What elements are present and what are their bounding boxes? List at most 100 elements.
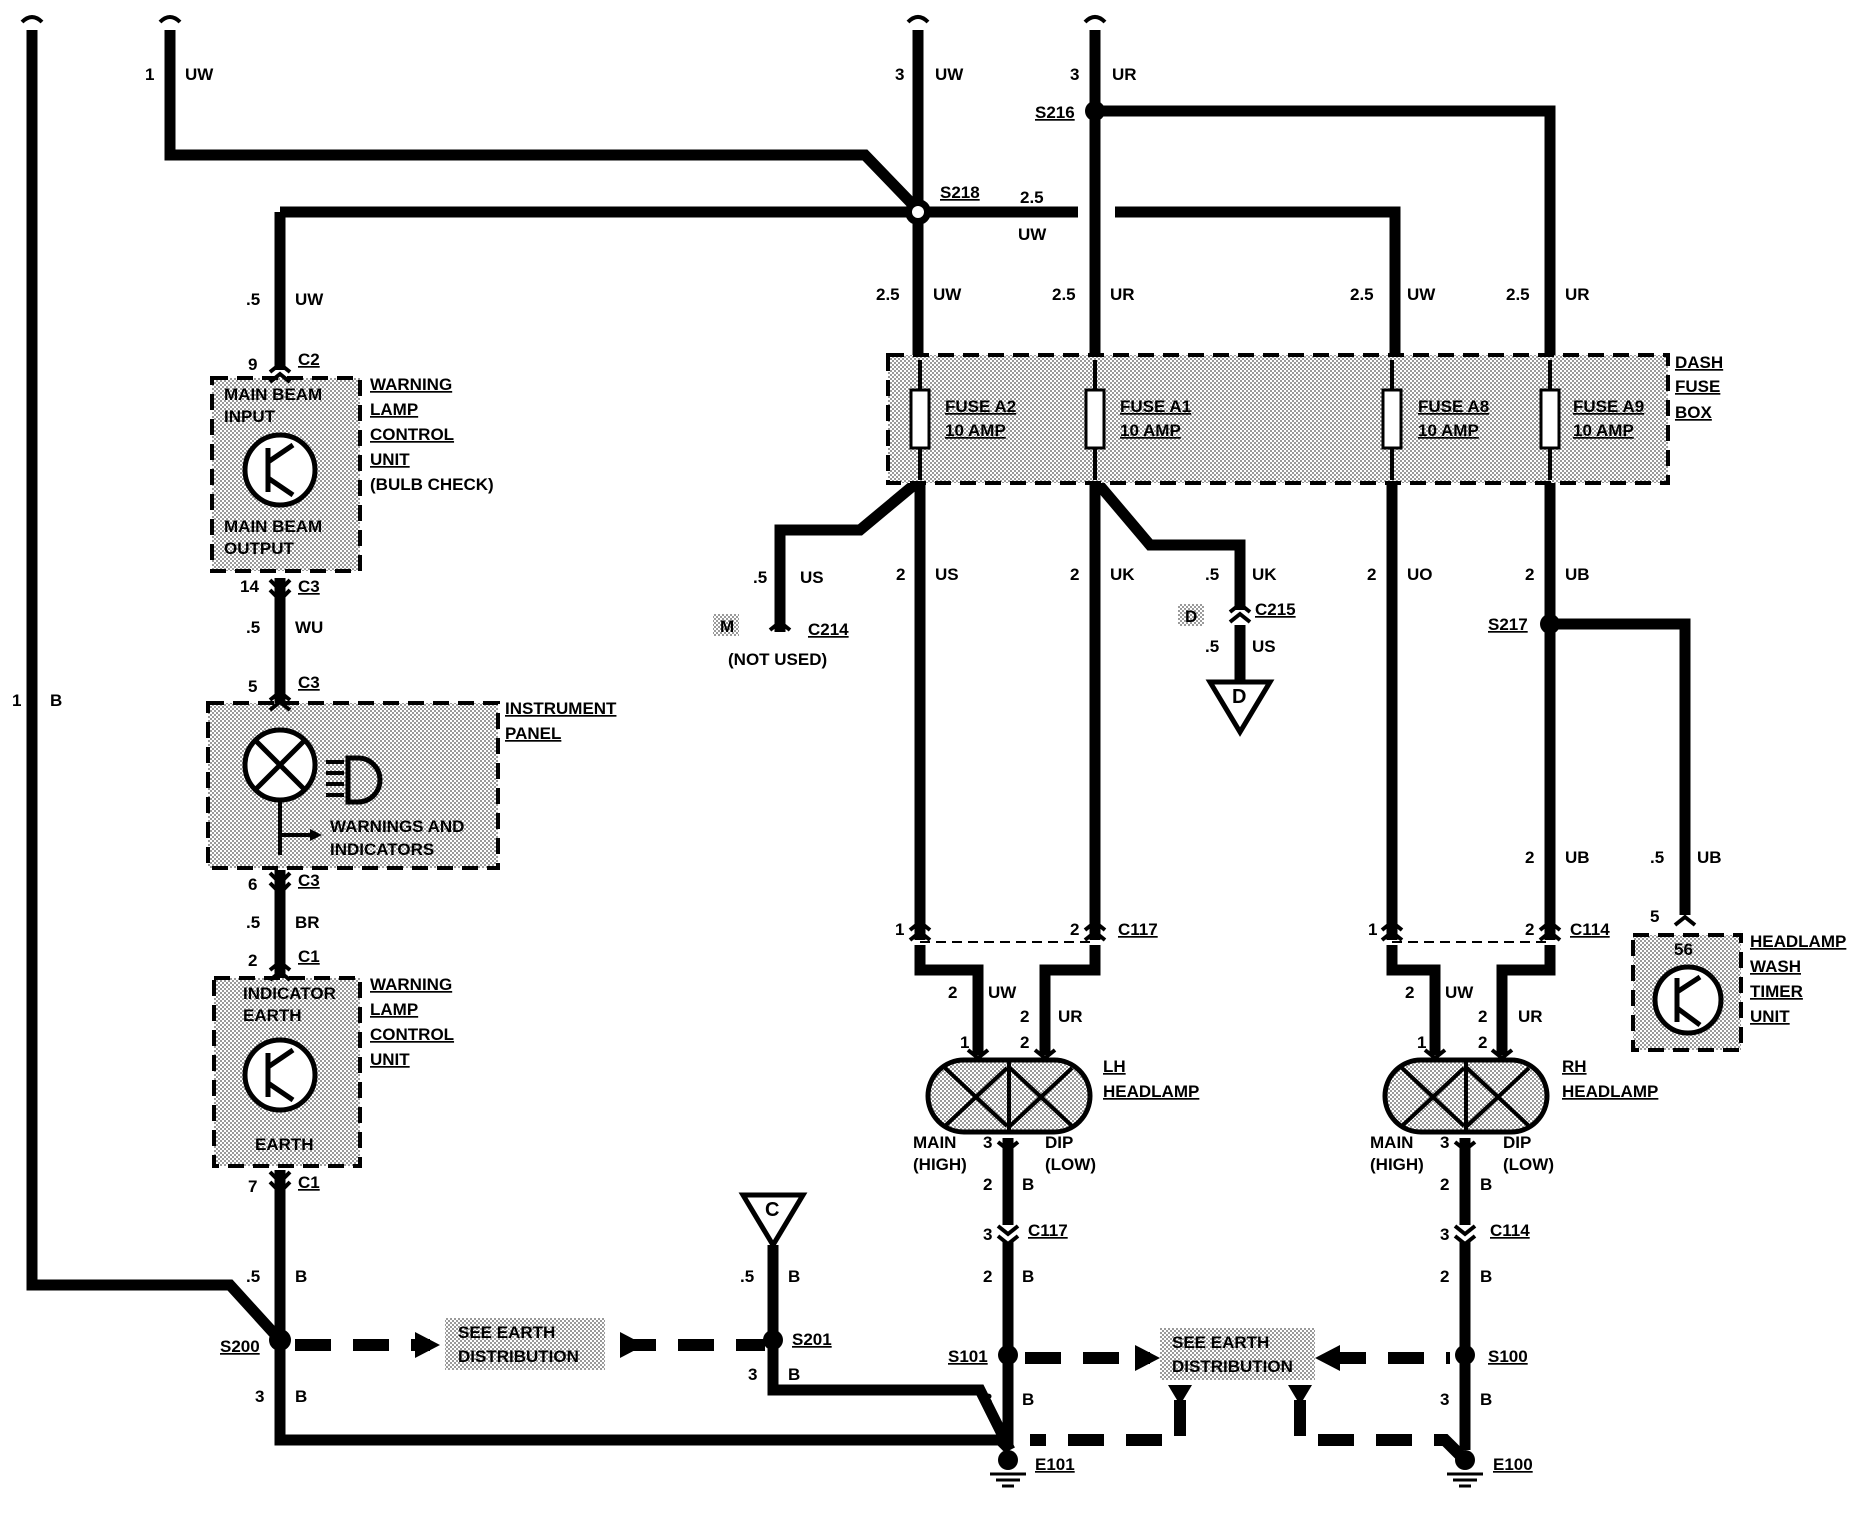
svg-text:3: 3 [1440,1225,1449,1244]
svg-text:(LOW): (LOW) [1503,1155,1554,1174]
splice-s201-dot [763,1330,783,1350]
svg-text:DISTRIBUTION: DISTRIBUTION [458,1347,579,1366]
svg-text:UR: UR [1110,285,1135,304]
svg-text:LAMP: LAMP [370,1000,418,1019]
earth-dash-e101 [1030,1400,1186,1446]
fuse-a9-icon [1539,388,1561,450]
svg-text:2: 2 [1525,920,1534,939]
svg-text:C1: C1 [298,1173,320,1192]
svg-text:S201: S201 [792,1330,832,1349]
svg-text:EARTH: EARTH [255,1135,314,1154]
svg-text:1: 1 [1417,1033,1426,1052]
svg-text:US: US [800,568,824,587]
svg-text:2.5: 2.5 [1020,188,1044,207]
svg-text:2: 2 [1020,1007,1029,1026]
svg-text:B: B [295,1387,307,1406]
svg-text:2: 2 [1440,1267,1449,1286]
svg-text:S216: S216 [1035,103,1075,122]
svg-text:.5: .5 [753,568,767,587]
fuse-a2-icon [909,388,931,450]
svg-text:B: B [1022,1390,1034,1409]
headlamp-wash-timer-unit: 56 HEADLAMP WASH TIMER UNIT [1631,932,1846,1052]
svg-text:3: 3 [1070,65,1079,84]
wire-1-uw [164,30,922,214]
svg-text:WARNING: WARNING [370,975,452,994]
fuse-a9-rating: 10 AMP [1573,421,1634,440]
svg-text:2: 2 [1367,565,1376,584]
earth-arrow-right-in [620,1332,645,1358]
svg-text:B: B [788,1267,800,1286]
svg-text:56: 56 [1674,940,1693,959]
wire-s201 [767,1245,1015,1453]
main-beam-symbol-icon [326,755,383,805]
svg-text:UW: UW [185,65,214,84]
svg-text:OUTPUT: OUTPUT [224,539,295,558]
earth-arrow-e100 [1288,1385,1312,1405]
svg-text:D: D [1185,607,1197,626]
svg-text:3: 3 [983,1390,992,1409]
warning-lamp-control-unit-bulb-check: MAIN BEAM INPUT MAIN BEAM OUTPUT WARNING… [210,375,494,573]
svg-text:2: 2 [1020,1033,1029,1052]
svg-text:D: D [1232,686,1246,708]
svg-text:.5: .5 [246,290,260,309]
wire-ub-wash [1550,618,1691,915]
svg-text:UW: UW [1407,285,1436,304]
svg-text:B: B [1480,1175,1492,1194]
svg-text:9: 9 [248,355,257,374]
svg-text:C1: C1 [298,947,320,966]
fuse-a8-name: FUSE A8 [1418,397,1489,416]
svg-text:2: 2 [1070,565,1079,584]
dash-fuse-box: FUSE A2 10 AMP FUSE A1 10 AMP FUSE A8 10… [886,353,1723,485]
wire-labels: 1 UW 3 UW 3 UR 2.5 UW .5 UW 2.5 UW 2.5 U… [12,65,1722,1409]
svg-text:14: 14 [240,577,259,596]
svg-text:S101: S101 [948,1347,988,1366]
svg-text:3: 3 [983,1133,992,1152]
svg-text:.5: .5 [1650,848,1664,867]
svg-text:DISTRIBUTION: DISTRIBUTION [1172,1357,1293,1376]
svg-text:BR: BR [295,913,320,932]
ground-symbols [990,1450,1483,1488]
svg-text:6: 6 [248,875,257,894]
fuse-box-title-3: BOX [1675,403,1713,422]
svg-text:UNIT: UNIT [370,1050,410,1069]
svg-text:S200: S200 [220,1337,260,1356]
svg-text:UB: UB [1565,565,1590,584]
svg-text:C117: C117 [1028,1221,1068,1240]
svg-text:(HIGH): (HIGH) [913,1155,967,1174]
svg-text:US: US [935,565,959,584]
splice-s100-dot [1455,1345,1475,1365]
earth-dash-e100 [1294,1400,1470,1465]
svg-text:.5: .5 [246,1267,260,1286]
svg-text:3: 3 [895,65,904,84]
earth-arrow-left-in [415,1332,440,1358]
svg-text:S217: S217 [1488,615,1528,634]
ground-e100-icon [1447,1472,1483,1488]
svg-text:EARTH: EARTH [243,1006,302,1025]
svg-text:DIP: DIP [1503,1133,1531,1152]
svg-text:UW: UW [933,285,962,304]
earth-arrow-e101 [1168,1385,1192,1405]
svg-text:WARNING: WARNING [370,375,452,394]
wire-to-fuse-a8 [1115,206,1401,360]
wire-us-c214 [774,475,924,632]
fuse-box-outline [886,353,1670,485]
svg-text:(LOW): (LOW) [1045,1155,1096,1174]
svg-text:MAIN BEAM: MAIN BEAM [224,517,322,536]
fuse-a1-name: FUSE A1 [1120,397,1191,416]
svg-text:MAIN BEAM: MAIN BEAM [224,385,322,404]
svg-text:5: 5 [1650,907,1659,926]
svg-text:INSTRUMENT: INSTRUMENT [505,699,617,718]
svg-text:2: 2 [983,1267,992,1286]
svg-text:US: US [1252,637,1276,656]
svg-text:MAIN: MAIN [913,1133,956,1152]
svg-text:PANEL: PANEL [505,724,561,743]
svg-text:WASH: WASH [1750,957,1801,976]
svg-text:3: 3 [255,1387,264,1406]
svg-text:WU: WU [295,618,323,637]
svg-text:DIP: DIP [1045,1133,1073,1152]
svg-text:.5: .5 [1205,565,1219,584]
svg-text:2: 2 [1405,983,1414,1002]
connector-bridges [713,604,1550,943]
svg-text:UNIT: UNIT [1750,1007,1790,1026]
